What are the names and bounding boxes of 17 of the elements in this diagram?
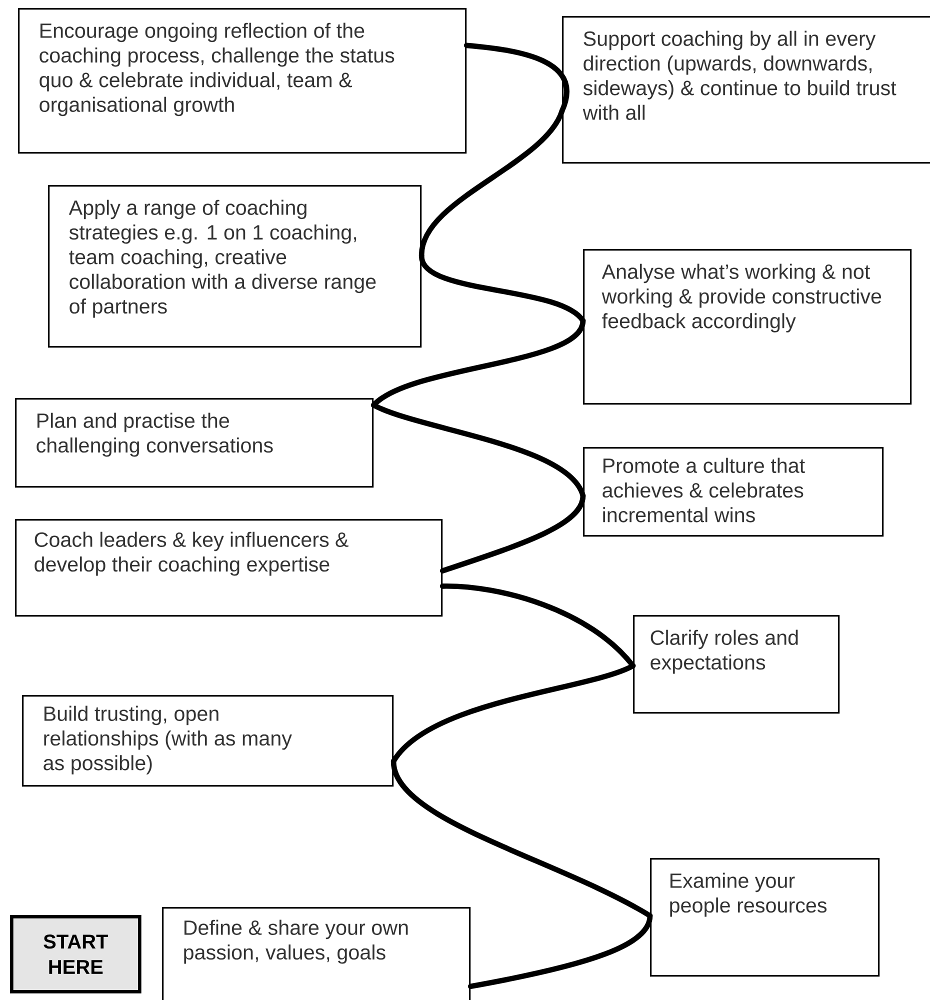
- step-box: Build trusting, open relationships (with as many as possible): [22, 695, 394, 787]
- step-box: Examine your people resources: [650, 858, 880, 977]
- step-box: Define & share your own passion, values, goals: [162, 907, 471, 1000]
- connecting-curve: [464, 42, 570, 114]
- step-box: Promote a culture that achieves & celebrates incremental wins: [583, 447, 884, 537]
- step-box: Support coaching by all in every direction (upwards, downwards, sideways) & continue to build trust with all: [562, 16, 930, 164]
- step-box: Coach leaders & key influencers & develop their coaching expertise: [15, 519, 443, 617]
- connecting-curve: [390, 663, 636, 764]
- step-box: Encourage ongoing reflection of the coaching process, challenge the status quo & celebrate individual, team & organisational growth: [18, 8, 467, 154]
- step-box: Clarify roles and expectations: [633, 615, 840, 714]
- step-box: Plan and practise the challenging conversations: [15, 398, 374, 488]
- start-box: START HERE: [10, 915, 142, 994]
- connecting-curve: [440, 583, 636, 668]
- step-box: Apply a range of coaching strategies e.g. 1 on 1 coaching, team coaching, creative collaboration with a diverse range of partners: [48, 185, 422, 348]
- connecting-curve: [418, 108, 565, 258]
- step-box: Analyse what’s working & not working & provide constructive feedback accordingly: [583, 249, 912, 405]
- connecting-curve: [418, 253, 586, 324]
